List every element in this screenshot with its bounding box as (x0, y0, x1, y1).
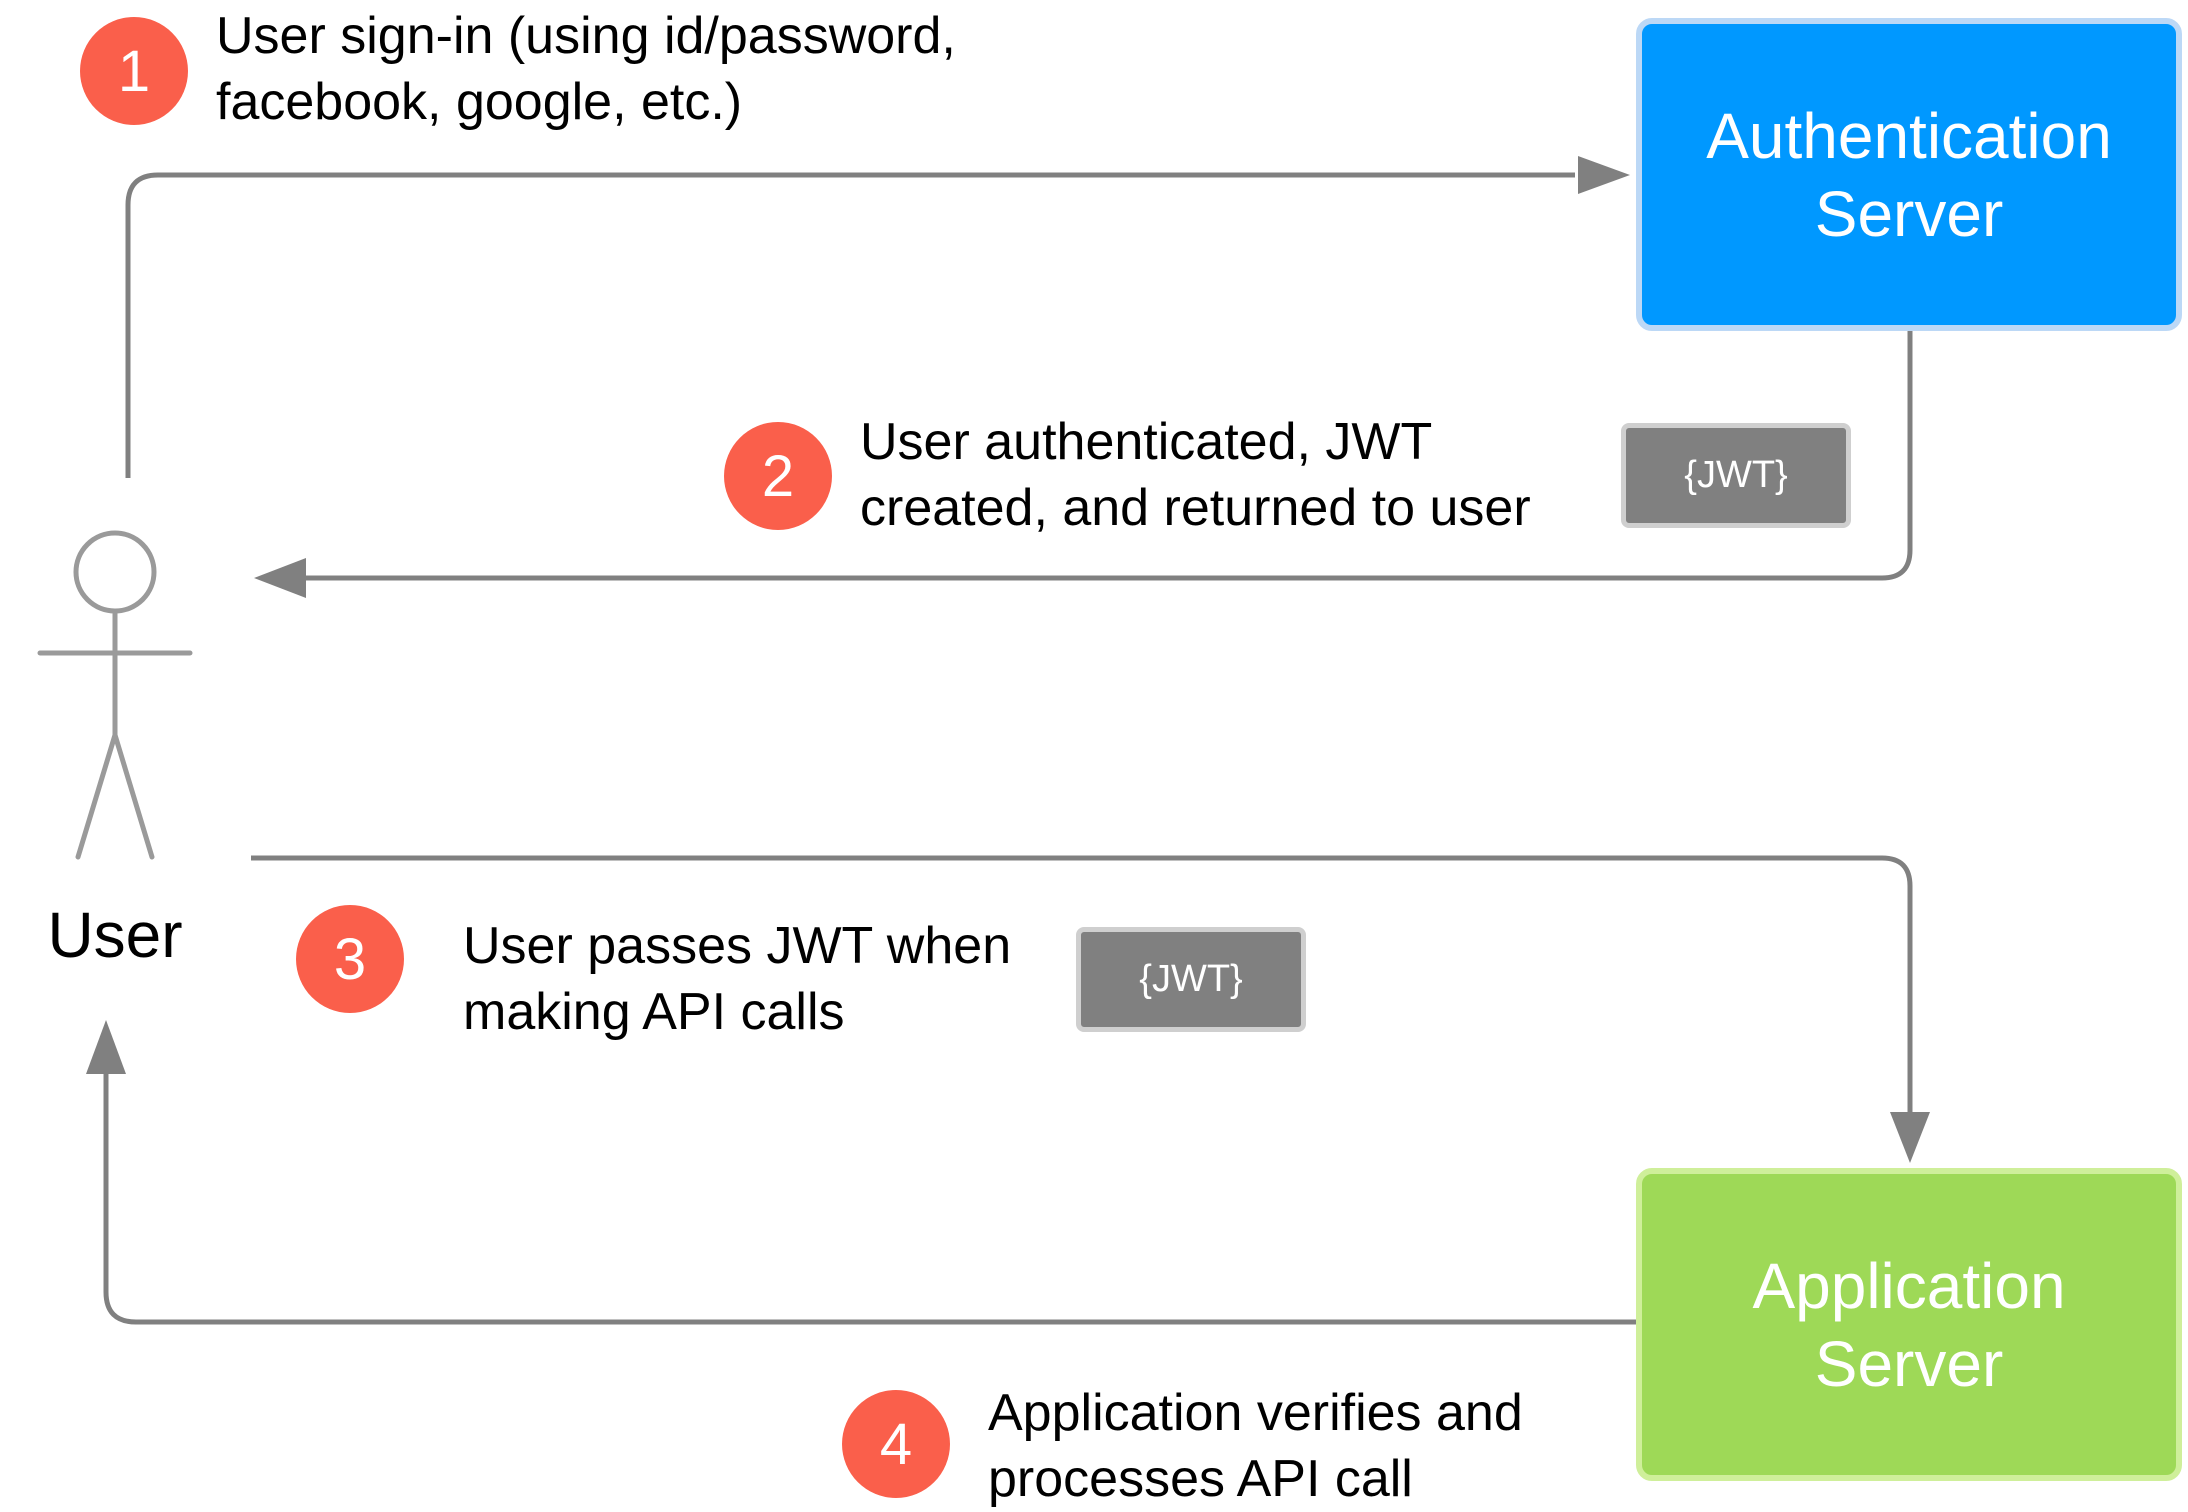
authentication-server-label: Authentication Server (1706, 99, 2112, 250)
user-label: User (47, 899, 183, 971)
arrow-auth-server-to-user (300, 331, 1913, 581)
step-4-badge: 4 (842, 1390, 950, 1498)
actor-right-leg (112, 732, 155, 860)
application-server-node: Application Server (1636, 1168, 2182, 1481)
step-3-badge: 3 (296, 905, 404, 1013)
step-1-text: User sign-in (using id/password, faceboo… (216, 7, 956, 131)
arrow-user-to-auth-server (125, 172, 1575, 478)
step-4-text: Application verifies and processes API c… (988, 1384, 1523, 1508)
user-actor-icon (37, 530, 193, 860)
arrowhead-auth-server (1578, 156, 1630, 194)
arrowhead-user-from-app (86, 1020, 126, 1074)
jwt-token-chip-auth: {JWT} (1621, 423, 1851, 528)
arrowhead-app-server (1890, 1112, 1930, 1163)
actor-head (73, 530, 157, 614)
application-server-label: Application Server (1752, 1249, 2066, 1400)
step-3-text: User passes JWT when making API calls (463, 917, 1012, 1041)
arrowhead-user-from-auth (254, 558, 306, 598)
arrow-app-server-to-user (103, 1070, 1638, 1325)
arrow-user-to-app-server (251, 855, 1913, 1115)
actor-left-leg (75, 732, 118, 860)
step-1-badge: 1 (80, 17, 188, 125)
authentication-server-node: Authentication Server (1636, 18, 2182, 331)
jwt-token-chip-api: {JWT} (1076, 927, 1306, 1032)
step-2-badge: 2 (724, 422, 832, 530)
step-2-text: User authenticated, JWT created, and ret… (860, 413, 1531, 537)
